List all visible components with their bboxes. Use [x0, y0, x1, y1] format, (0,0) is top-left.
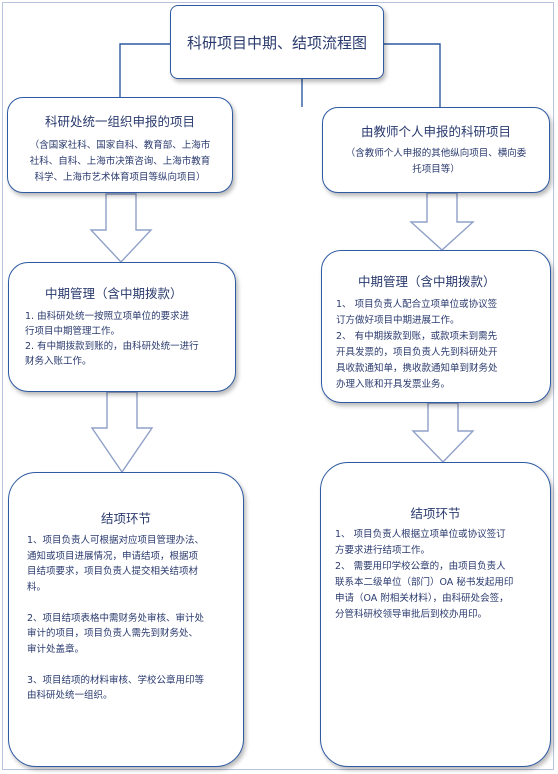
- right-end-line: 申请（OA 附相关材料），由科研处会签，: [335, 593, 509, 604]
- arrow-down-left-1: [89, 193, 153, 264]
- right-top-box: 由教师个人申报的科研项目 （含教师个人申报的其他纵向项目、横向委 托项目等）: [322, 107, 550, 193]
- arrow-down-right-2: [411, 402, 475, 464]
- arrow-down-right-1: [409, 192, 475, 251]
- left-end-line: 2、项目结项表格中需财务处审核、审计处: [27, 612, 205, 624]
- left-end-line: [27, 595, 204, 611]
- right-end-line: 分管科研校领导审批后到校办用印。: [335, 609, 488, 620]
- right-end-body: 1、 项目负责人根据立项单位或协议签订 方要求进行结项工作。 2、 需要用印学校…: [335, 527, 513, 623]
- right-mid-line: 办理入账和开具发票业务。: [336, 379, 451, 390]
- right-end-title: 结项环节: [410, 506, 461, 521]
- left-top-subtitle-line: 科学、上海市艺术体育项目等纵向项目）: [34, 172, 206, 183]
- right-mid-line: 具收款通知单，携收款通知单到财务处: [336, 363, 498, 374]
- right-end-line: 联系本二级单位（部门）OA 秘书发起用印: [335, 577, 514, 588]
- left-top-box: 科研处统一组织申报的项目 （含国家社科、国家自科、教育部、上海市 社科、自科、上…: [7, 97, 233, 193]
- branch-line-left: [119, 43, 170, 97]
- left-mid-line: 1. 由科研处统一按照立项单位的要求进: [25, 311, 190, 322]
- right-top-subtitle-line: （含教师个人申报的其他纵向项目、横向委: [345, 148, 527, 159]
- left-mid-line: 行项目中期管理工作。: [25, 326, 121, 337]
- right-end-line: 1、 项目负责人根据立项单位或协议签订: [335, 529, 506, 540]
- main-title-box: 科研项目中期、结项流程图: [170, 5, 384, 79]
- right-mid-body: 1、 项目负责人配合立项单位或协议签 订方做好项目中期进展工作。 2、 有中期拨…: [336, 297, 498, 393]
- right-mid-line: 开具发票的，项目负责人先到科研处开: [336, 347, 498, 358]
- left-end-line: 料。: [27, 581, 47, 593]
- left-end-title: 结项环节: [100, 511, 151, 526]
- right-end-line: 方要求进行结项工作。: [335, 545, 431, 556]
- right-top-subtitle-line: 托项目等）: [412, 164, 460, 175]
- left-end-line: 目结项要求，项目负责人提交相关结项材: [27, 566, 199, 577]
- right-mid-line: 订方做好项目中期进展工作。: [336, 315, 460, 326]
- left-end-line: 由科研处统一组织。: [27, 690, 113, 701]
- left-top-title: 科研处统一组织申报的项目: [44, 114, 195, 129]
- left-top-subtitle: （含国家社科、国家自科、教育部、上海市 社科、自科、上海市决策咨询、上海市教育 …: [8, 138, 232, 186]
- right-top-title: 由教师个人申报的科研项目: [360, 124, 511, 139]
- left-end-line: 1、项目负责人可根据对应项目管理办法、: [27, 535, 205, 546]
- right-end-line: 2、 需要用印学校公章的，由项目负责人: [335, 561, 506, 572]
- left-end-box: 结项环节 1、项目负责人可根据对应项目管理办法、 通知或项目进展情况，申请结项，…: [8, 472, 244, 767]
- left-end-line: [27, 657, 204, 673]
- right-mid-box: 中期管理（含中期拨款） 1、 项目负责人配合立项单位或协议签 订方做好项目中期进…: [321, 250, 551, 403]
- arrow-down-left-2: [90, 391, 154, 474]
- left-mid-title: 中期管理（含中期拨款）: [45, 286, 183, 301]
- left-mid-body: 1. 由科研处统一按照立项单位的要求进 行项目中期管理工作。 2. 有中期拨款到…: [25, 309, 199, 369]
- left-top-subtitle-line: 社科、自科、上海市决策咨询、上海市教育: [29, 156, 211, 167]
- right-end-box: 结项环节 1、 项目负责人根据立项单位或协议签订 方要求进行结项工作。 2、 需…: [320, 462, 551, 767]
- right-mid-line: 2、 有中期拨款到账，或款项未到需先: [336, 331, 498, 342]
- right-top-subtitle: （含教师个人申报的其他纵向项目、横向委 托项目等）: [323, 146, 549, 178]
- branch-line-right: [384, 43, 441, 107]
- left-end-line: 审计处盖章。: [27, 643, 85, 655]
- left-mid-line: 财务入账工作。: [25, 356, 92, 367]
- left-end-line: 通知或项目进展情况，申请结项，根据项: [27, 550, 199, 562]
- main-title: 科研项目中期、结项流程图: [186, 34, 367, 52]
- left-mid-line: 2. 有中期拨款到账的，由科研处统一进行: [25, 341, 199, 352]
- right-mid-title: 中期管理（含中期拨款）: [358, 274, 496, 289]
- left-end-line: 3、项目结项的材料审核、学校公章用印等: [27, 674, 205, 686]
- right-mid-line: 1、 项目负责人配合立项单位或协议签: [336, 299, 498, 310]
- left-mid-box: 中期管理（含中期拨款） 1. 由科研处统一按照立项单位的要求进 行项目中期管理工…: [8, 262, 236, 392]
- left-end-line: 审计的项目，项目负责人需先到财务处、: [27, 628, 199, 639]
- left-top-subtitle-line: （含国家社科、国家自科、教育部、上海市: [29, 140, 211, 151]
- left-end-body: 1、项目负责人可根据对应项目管理办法、 通知或项目进展情况，申请结项，根据项 目…: [27, 533, 204, 704]
